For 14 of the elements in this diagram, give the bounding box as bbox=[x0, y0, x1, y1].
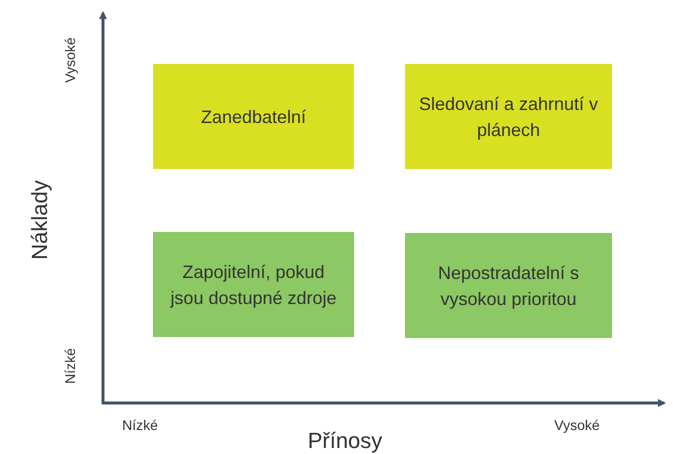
axis-tick-label: Vysoké bbox=[554, 418, 600, 432]
quadrant-label: Zanedbatelní bbox=[200, 106, 306, 128]
axis-tick-label: Vysoké bbox=[63, 37, 77, 83]
axis-tick-label: Nízké bbox=[63, 348, 77, 384]
quadrant-label: Nepostradatelní s vysokou prioritou bbox=[436, 262, 580, 311]
quadrant-label: Sledovaní a zahrnutí v plánech bbox=[418, 92, 600, 142]
axis-tick-label: Nízké bbox=[122, 418, 158, 432]
quadrant-box bbox=[405, 64, 612, 169]
quadrant-label: Zapojitelní, pokud jsou dostupné zdroje bbox=[169, 260, 338, 310]
axis-title: Přínosy bbox=[308, 430, 382, 452]
axis-title: Náklady bbox=[29, 180, 51, 260]
quadrant-box bbox=[153, 64, 354, 169]
quadrant-box bbox=[405, 233, 612, 338]
quadrant-box bbox=[153, 232, 354, 337]
